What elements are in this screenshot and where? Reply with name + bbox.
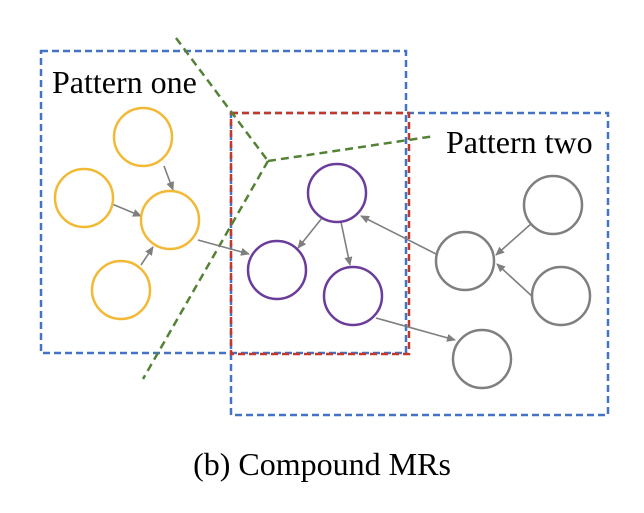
edge-h-e (360, 215, 439, 256)
edge-j-h (496, 263, 536, 300)
node-d (90, 259, 152, 321)
edge-d-c (140, 246, 154, 266)
pattern-one-region (39, 49, 408, 355)
node-a (112, 106, 174, 168)
overlap-region (229, 111, 411, 356)
edge-b-c (111, 203, 142, 217)
edge-g-k (375, 317, 456, 342)
figure-caption: (b) Compound MRs (193, 446, 451, 482)
node-g (322, 265, 384, 327)
pattern-two-nodes (434, 174, 592, 390)
pattern-two-label: Pattern two (446, 124, 593, 160)
edge-i-h (495, 222, 533, 256)
node-e (306, 162, 368, 224)
node-c (139, 189, 201, 251)
node-j (530, 265, 592, 327)
edge-e-g (340, 221, 353, 266)
node-k (451, 328, 513, 390)
divider-lower (141, 160, 270, 380)
edge-e-f (297, 217, 323, 249)
divider-right (267, 134, 436, 163)
pattern-two-region (229, 111, 610, 417)
node-b (53, 167, 115, 229)
node-f (246, 239, 308, 301)
node-i (522, 174, 584, 236)
divider-lines (141, 37, 436, 380)
pattern-one-nodes (53, 106, 201, 321)
pattern-one-label: Pattern one (52, 64, 197, 100)
shared-nodes (246, 162, 384, 327)
edge-c-f (197, 239, 250, 256)
edges (111, 165, 536, 342)
edge-a-c (163, 165, 174, 191)
node-h (434, 230, 496, 292)
